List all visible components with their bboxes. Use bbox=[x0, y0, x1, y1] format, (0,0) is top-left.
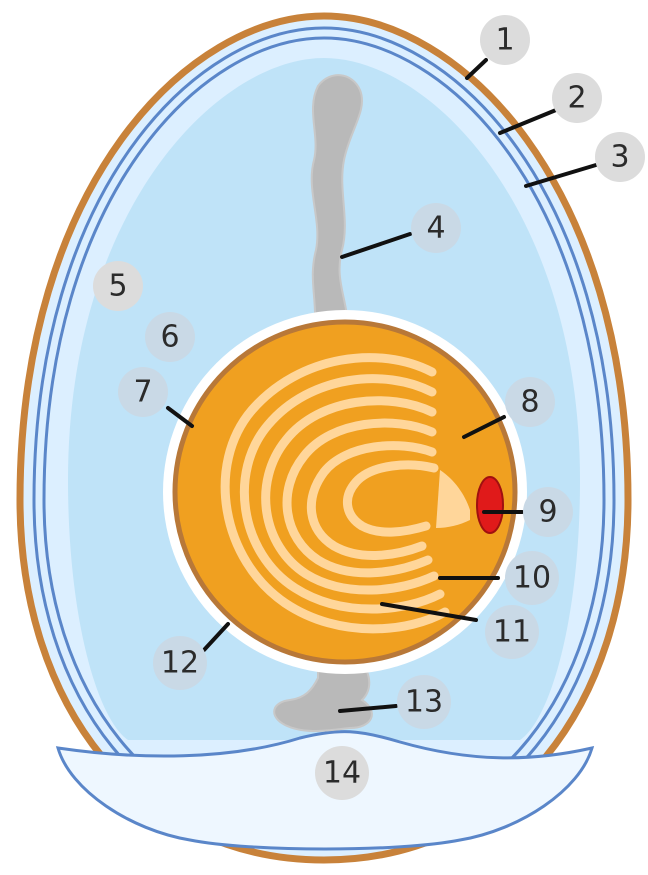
label-4: 4 bbox=[411, 203, 461, 253]
label-badge bbox=[145, 312, 195, 362]
leader-line-8 bbox=[462, 415, 506, 439]
label-number: 2 bbox=[567, 81, 586, 116]
label-badge bbox=[93, 261, 143, 311]
label-badge bbox=[480, 15, 530, 65]
leader-line-3 bbox=[524, 163, 598, 188]
label-number: 11 bbox=[493, 615, 531, 650]
label-badge bbox=[485, 605, 539, 659]
label-7: 7 bbox=[118, 367, 168, 417]
label-number: 12 bbox=[161, 646, 199, 681]
label-9: 9 bbox=[523, 487, 573, 537]
label-number: 5 bbox=[108, 269, 127, 304]
label-badge bbox=[315, 746, 369, 800]
label-badge bbox=[552, 73, 602, 123]
label-badge bbox=[595, 132, 645, 182]
leader-line-13 bbox=[338, 704, 398, 713]
upper-chalaza bbox=[310, 74, 363, 331]
label-11: 11 bbox=[485, 605, 539, 659]
label-badge bbox=[411, 203, 461, 253]
leader-line-1 bbox=[465, 58, 488, 80]
label-number: 9 bbox=[538, 495, 557, 530]
label-badge bbox=[505, 377, 555, 427]
leader-line-4 bbox=[340, 232, 412, 259]
label-2: 2 bbox=[552, 73, 602, 123]
label-number: 8 bbox=[520, 385, 539, 420]
label-8: 8 bbox=[505, 377, 555, 427]
label-1: 1 bbox=[480, 15, 530, 65]
label-badge bbox=[505, 551, 559, 605]
label-number: 13 bbox=[405, 685, 443, 720]
lower-chalaza bbox=[273, 659, 373, 733]
label-number: 14 bbox=[323, 756, 361, 791]
label-badge bbox=[153, 636, 207, 690]
label-badge bbox=[523, 487, 573, 537]
yolk-layers bbox=[220, 353, 450, 634]
label-number: 6 bbox=[160, 320, 179, 355]
label-number: 7 bbox=[133, 375, 152, 410]
leader-line-11 bbox=[380, 602, 478, 622]
label-number: 4 bbox=[426, 211, 445, 246]
label-number: 3 bbox=[610, 140, 629, 175]
label-10: 10 bbox=[505, 551, 559, 605]
leader-lines bbox=[166, 58, 598, 713]
label-badge bbox=[118, 367, 168, 417]
label-12: 12 bbox=[153, 636, 207, 690]
label-5: 5 bbox=[93, 261, 143, 311]
leader-line-7 bbox=[166, 406, 194, 428]
label-14: 14 bbox=[315, 746, 369, 800]
label-number: 10 bbox=[513, 561, 551, 596]
label-13: 13 bbox=[397, 675, 451, 729]
germinal-disc bbox=[476, 476, 504, 534]
leader-line-2 bbox=[498, 108, 558, 135]
label-6: 6 bbox=[145, 312, 195, 362]
label-number: 1 bbox=[495, 23, 514, 58]
label-badge bbox=[397, 675, 451, 729]
label-3: 3 bbox=[595, 132, 645, 182]
latebra bbox=[436, 470, 470, 528]
leader-line-12 bbox=[202, 622, 230, 652]
